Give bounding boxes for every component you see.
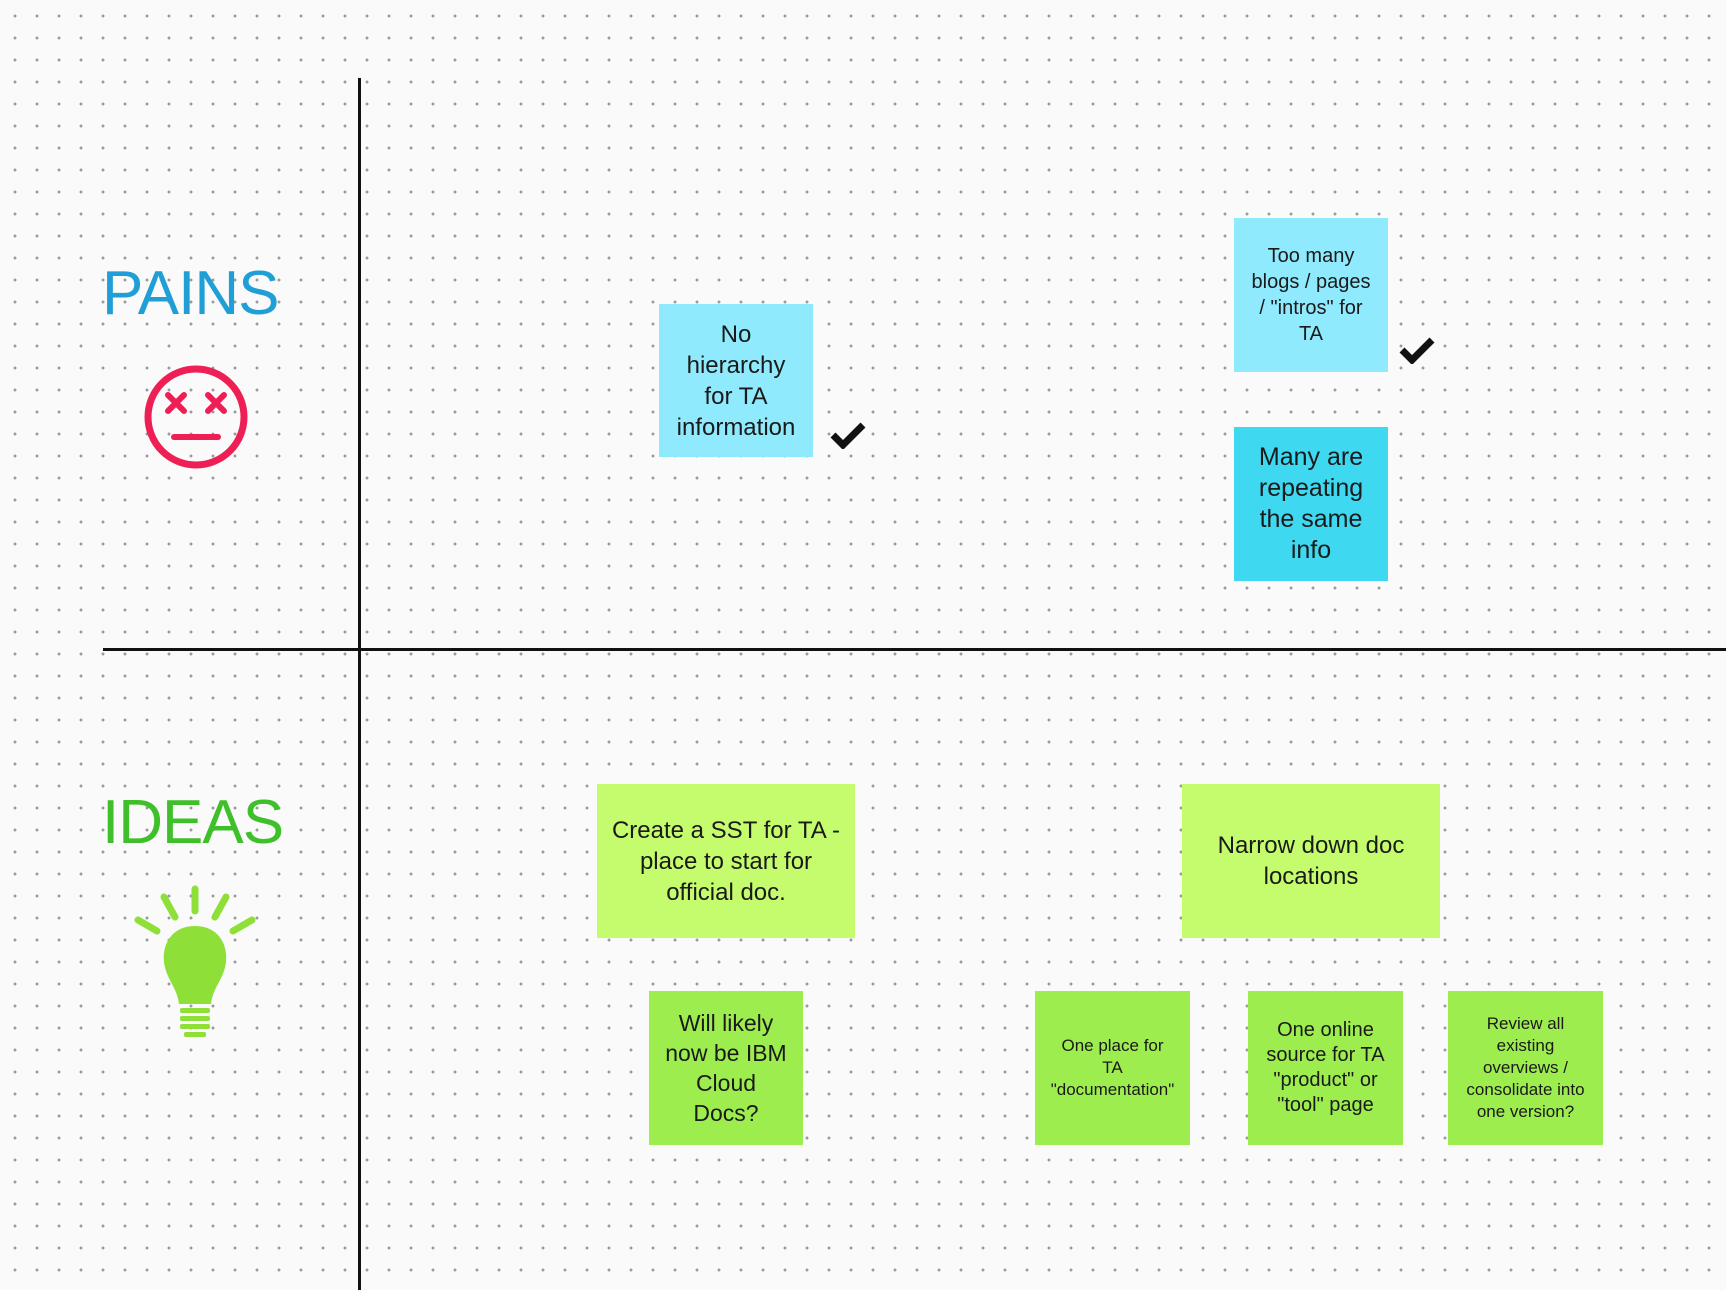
idea-note-one-place[interactable]: One place for TA "documentation": [1035, 991, 1190, 1145]
dizzy-face-icon: [144, 365, 248, 469]
pain-note-no-hierarchy[interactable]: No hierarchy for TA information: [659, 304, 813, 457]
idea-note-one-online-source[interactable]: One online source for TA "product" or "t…: [1248, 991, 1403, 1145]
ideas-heading: IDEAS: [102, 788, 284, 857]
check-mark-icon: [1399, 337, 1435, 364]
check-mark-icon: [830, 422, 866, 449]
idea-note-ibm-cloud-docs[interactable]: Will likely now be IBM Cloud Docs?: [649, 991, 803, 1145]
pains-heading: PAINS: [102, 259, 279, 328]
vertical-divider-line: [358, 78, 361, 1290]
pain-note-repeating-info[interactable]: Many are repeating the same info: [1234, 427, 1388, 581]
idea-note-review-overviews[interactable]: Review all existing overviews / consolid…: [1448, 991, 1603, 1145]
horizontal-divider-line: [103, 648, 1726, 651]
pain-note-too-many-blogs[interactable]: Too many blogs / pages / "intros" for TA: [1234, 218, 1388, 372]
idea-note-create-sst[interactable]: Create a SST for TA - place to start for…: [597, 784, 855, 938]
light-bulb-icon: [134, 885, 256, 1037]
idea-note-narrow-down[interactable]: Narrow down doc locations: [1182, 784, 1440, 938]
